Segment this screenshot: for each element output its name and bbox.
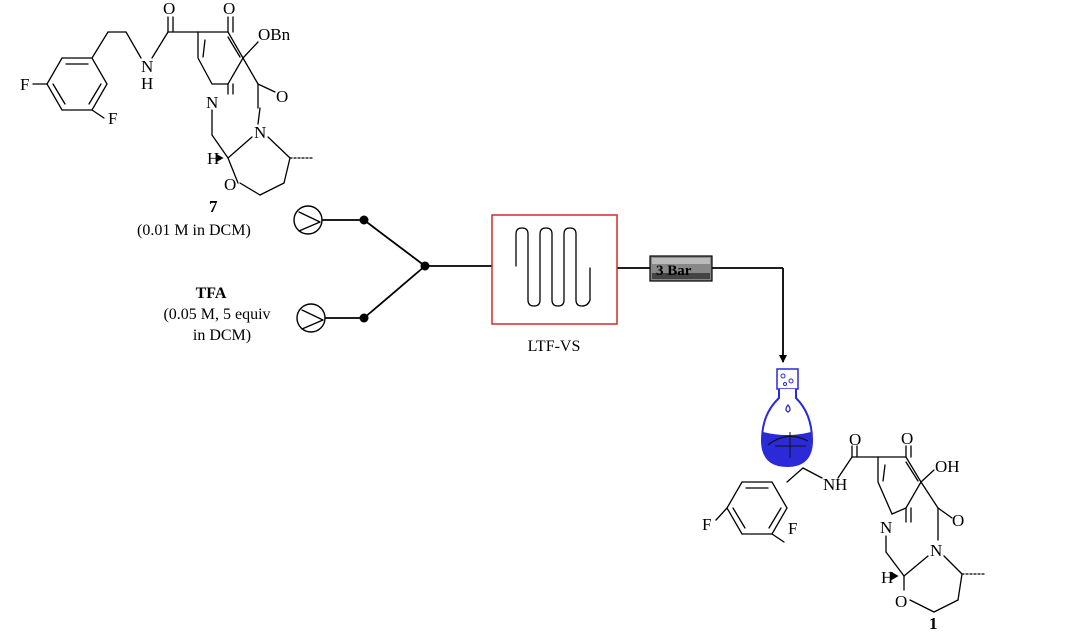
oxygen-label: O	[952, 511, 964, 530]
pump-2-icon	[296, 303, 326, 333]
bpr-label: 3 Bar	[656, 263, 692, 279]
nitrogen-label: N	[141, 57, 153, 76]
reactor-label: LTF-VS	[528, 338, 581, 355]
hydroxyl-label: OH	[935, 457, 960, 476]
oxazinane-ring	[885, 535, 963, 613]
nitrogen-label: N	[880, 518, 892, 537]
benzyloxy-label: OBn	[258, 25, 291, 44]
fluorine-label: F	[108, 109, 117, 128]
compound-7-structure: F F N H O O	[20, 0, 313, 216]
nitrogen-label: N	[206, 93, 218, 112]
stereo-hash-bond	[890, 571, 899, 581]
oxygen-label: O	[163, 0, 175, 18]
difluorophenyl-ring	[715, 481, 788, 543]
nitrogen-label: N	[930, 541, 942, 560]
t-mixer	[420, 261, 430, 271]
compound-number: 7	[209, 197, 218, 216]
oxygen-label: O	[224, 175, 236, 194]
oxygen-label: O	[849, 430, 861, 449]
reagent-2-name: TFA	[196, 285, 227, 302]
hydrogen-label: H	[207, 149, 219, 168]
oxygen-label: O	[223, 0, 235, 18]
tubing-junction	[359, 313, 369, 323]
oxygen-label: O	[895, 592, 907, 611]
amide-linker	[786, 445, 879, 483]
oxazinane-ring	[211, 109, 291, 196]
nitrogen-label: N	[254, 123, 266, 142]
pyridinone-ring	[197, 16, 276, 125]
difluorophenyl-ring	[32, 57, 108, 119]
stereo-hash-bond	[215, 153, 224, 163]
collection-flask-icon	[760, 368, 814, 468]
ltf-vs-reactor	[491, 214, 618, 325]
hydrogen-label: H	[141, 74, 153, 93]
reagent-1-concentration: (0.01 M in DCM)	[137, 222, 251, 239]
reagent-2-line1: (0.05 M, 5 equiv	[163, 306, 270, 323]
compound-1-structure: F F N H O O OH N O N	[702, 429, 985, 633]
pump-1-icon	[293, 205, 323, 235]
pyridinone-ring	[877, 445, 953, 541]
reagent-2-line2: in DCM)	[193, 327, 251, 344]
oxygen-label: O	[276, 87, 288, 106]
tubing-junction	[359, 215, 369, 225]
hydrogen-label: H	[835, 475, 847, 494]
fluorine-label: F	[20, 75, 29, 94]
back-pressure-regulator	[649, 255, 713, 282]
fluorine-label: F	[788, 519, 797, 538]
oxygen-label: O	[901, 429, 913, 448]
compound-number: 1	[929, 614, 938, 633]
fluorine-label: F	[702, 515, 711, 534]
nitrogen-label: N	[823, 475, 835, 494]
hydrogen-label: H	[881, 568, 893, 587]
amide-linker	[91, 16, 199, 59]
